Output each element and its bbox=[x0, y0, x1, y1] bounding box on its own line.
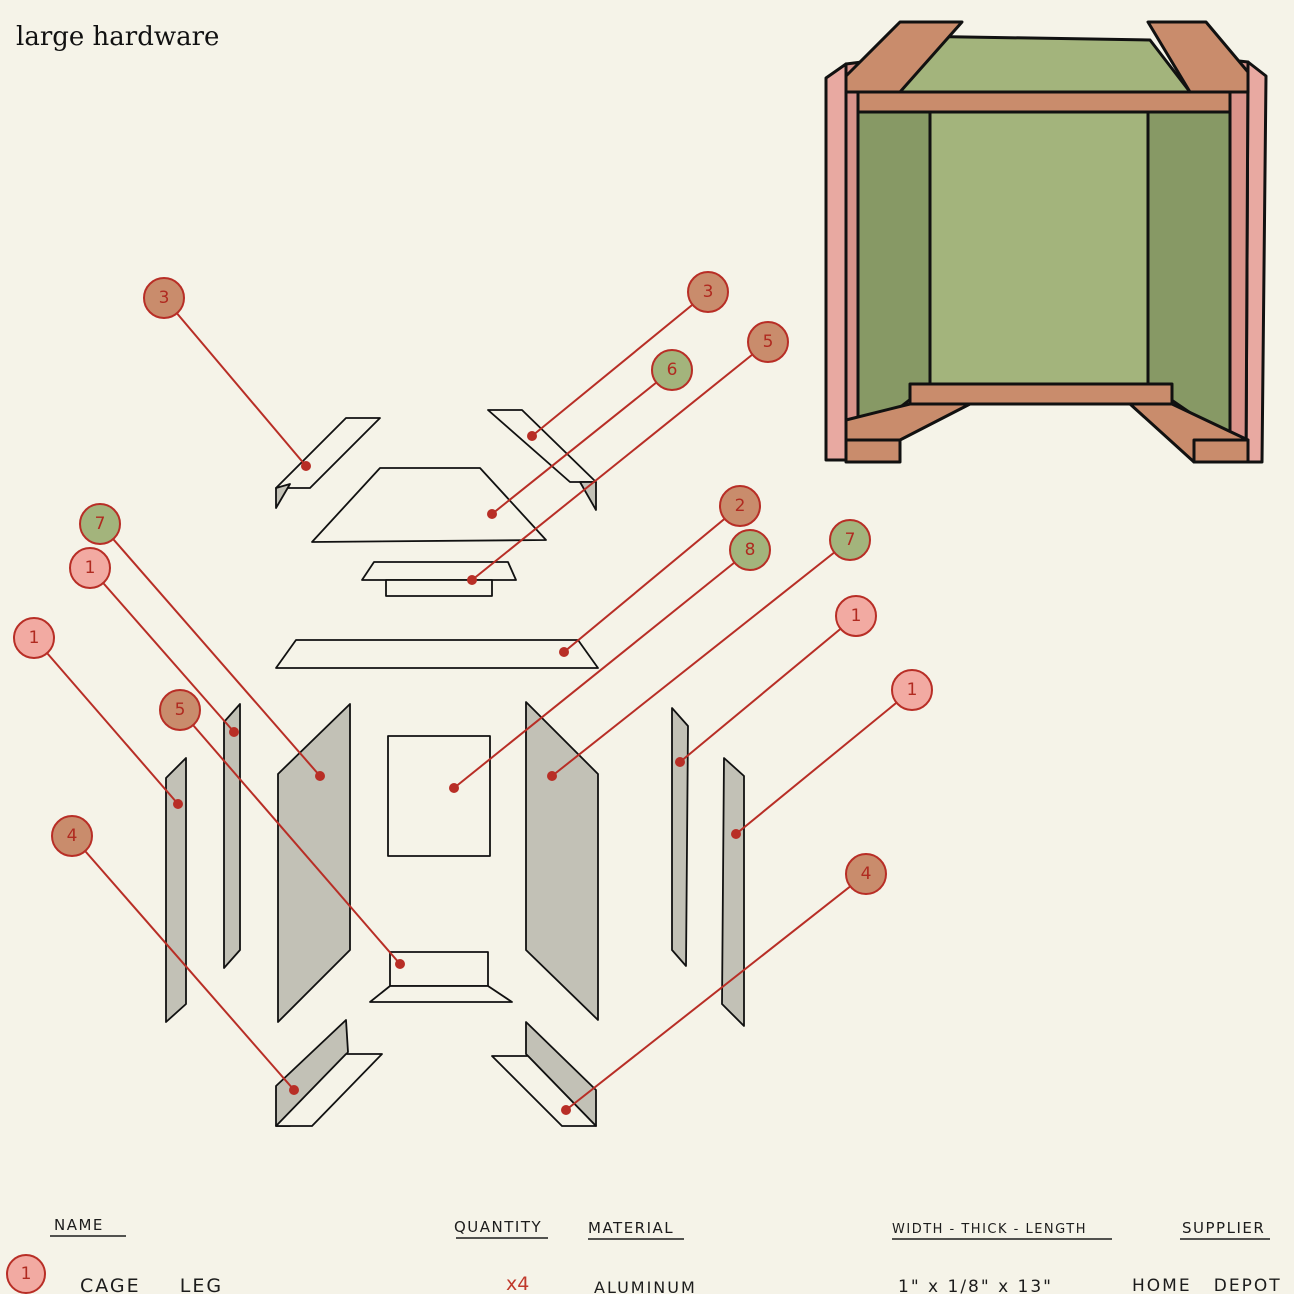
svg-text:3: 3 bbox=[703, 282, 714, 302]
part-top-strip-base bbox=[385, 579, 493, 597]
row-index: 1 bbox=[21, 1264, 32, 1284]
part-long-bar bbox=[275, 639, 599, 669]
callout-1-c: 1 bbox=[835, 595, 877, 637]
svg-text:2: 2 bbox=[735, 496, 746, 516]
callout-4-left: 4 bbox=[51, 815, 93, 857]
cage-top-rail-left bbox=[844, 20, 964, 94]
part-bottom-strip bbox=[389, 951, 489, 987]
part-angle-top-right bbox=[487, 409, 597, 483]
svg-text:3: 3 bbox=[159, 288, 170, 308]
assembled-cage-illustration bbox=[824, 20, 1268, 464]
part-leg-left-inner bbox=[223, 703, 241, 969]
callout-3-top-left: 3 bbox=[143, 277, 185, 319]
callout-dots bbox=[173, 431, 741, 1115]
svg-text:7: 7 bbox=[845, 530, 856, 550]
callout-6: 6 bbox=[651, 349, 693, 391]
svg-text:8: 8 bbox=[745, 540, 756, 560]
exploded-parts bbox=[165, 409, 745, 1127]
callout-1-d: 1 bbox=[891, 669, 933, 711]
svg-text:1: 1 bbox=[907, 680, 918, 700]
callout-1-a: 1 bbox=[69, 547, 111, 589]
svg-text:4: 4 bbox=[861, 864, 872, 884]
header-supplier: SUPPLIER bbox=[1182, 1219, 1265, 1237]
callout-5-top: 5 bbox=[747, 321, 789, 363]
svg-text:5: 5 bbox=[763, 332, 774, 352]
cage-top-rail-right bbox=[1146, 20, 1250, 94]
svg-text:1: 1 bbox=[29, 628, 40, 648]
table-row: 1 CAGE __ LEG x4 ALUMINUM 1" x 1/8" x 13… bbox=[6, 1254, 1282, 1294]
callout-3-top-right: 3 bbox=[687, 271, 729, 313]
page-title: large hardware bbox=[16, 22, 220, 52]
part-leg-right-inner bbox=[671, 707, 689, 967]
part-back-panel bbox=[387, 735, 491, 857]
svg-text:4: 4 bbox=[67, 826, 78, 846]
callout-5-bottom: 5 bbox=[159, 689, 201, 731]
cage-base-strip-left bbox=[844, 438, 902, 464]
cage-top-crossbar bbox=[856, 90, 1232, 114]
svg-text:7: 7 bbox=[95, 514, 106, 534]
cage-leg-left bbox=[824, 62, 848, 462]
cage-back-panel bbox=[928, 110, 1150, 386]
header-quantity: QUANTITY bbox=[454, 1218, 542, 1236]
part-angle-top-left bbox=[275, 417, 381, 489]
header-name: NAME bbox=[54, 1216, 104, 1234]
callout-4-right: 4 bbox=[845, 853, 887, 895]
part-leg-right-outer bbox=[721, 757, 745, 1027]
callout-7-left: 7 bbox=[79, 503, 121, 545]
row-quantity: x4 bbox=[506, 1273, 529, 1294]
callout-1-b: 1 bbox=[13, 617, 55, 659]
callout-bubbles: 3 3 6 5 7 1 2 8 7 1 1 1 5 4 4 bbox=[13, 271, 933, 895]
part-leg-left-outer bbox=[165, 757, 187, 1023]
svg-text:6: 6 bbox=[667, 360, 678, 380]
part-side-panel-left bbox=[277, 703, 351, 1023]
part-side-panel-right bbox=[525, 701, 599, 1021]
parts-table: NAME QUANTITY MATERIAL WIDTH - THICK - L… bbox=[6, 1216, 1282, 1294]
header-dimensions: WIDTH - THICK - LENGTH bbox=[892, 1222, 1087, 1237]
cage-bottom-crossbar bbox=[908, 382, 1174, 406]
part-top-strip bbox=[361, 561, 517, 581]
callout-leaders bbox=[33, 291, 913, 1111]
svg-text:1: 1 bbox=[85, 558, 96, 578]
svg-text:5: 5 bbox=[175, 700, 186, 720]
row-name: CAGE __ LEG bbox=[80, 1275, 223, 1294]
svg-text:1: 1 bbox=[851, 606, 862, 626]
part-angle-bottom-left-flange bbox=[275, 1053, 383, 1127]
cage-base-strip-right bbox=[1192, 438, 1250, 464]
part-top-panel bbox=[311, 467, 547, 543]
row-material: ALUMINUM bbox=[594, 1278, 697, 1294]
callout-7-right: 7 bbox=[829, 519, 871, 561]
callout-8: 8 bbox=[729, 529, 771, 571]
part-angle-top-left-flange bbox=[275, 483, 291, 509]
callout-2: 2 bbox=[719, 485, 761, 527]
header-material: MATERIAL bbox=[588, 1219, 674, 1237]
row-supplier: HOME DEPOT bbox=[1132, 1276, 1282, 1294]
row-dimensions: 1" x 1/8" x 13" bbox=[898, 1277, 1053, 1294]
part-bottom-strip-flange bbox=[369, 985, 513, 1003]
cage-leg-right-inner bbox=[1228, 58, 1250, 464]
table-header-row: NAME QUANTITY MATERIAL WIDTH - THICK - L… bbox=[50, 1216, 1270, 1240]
